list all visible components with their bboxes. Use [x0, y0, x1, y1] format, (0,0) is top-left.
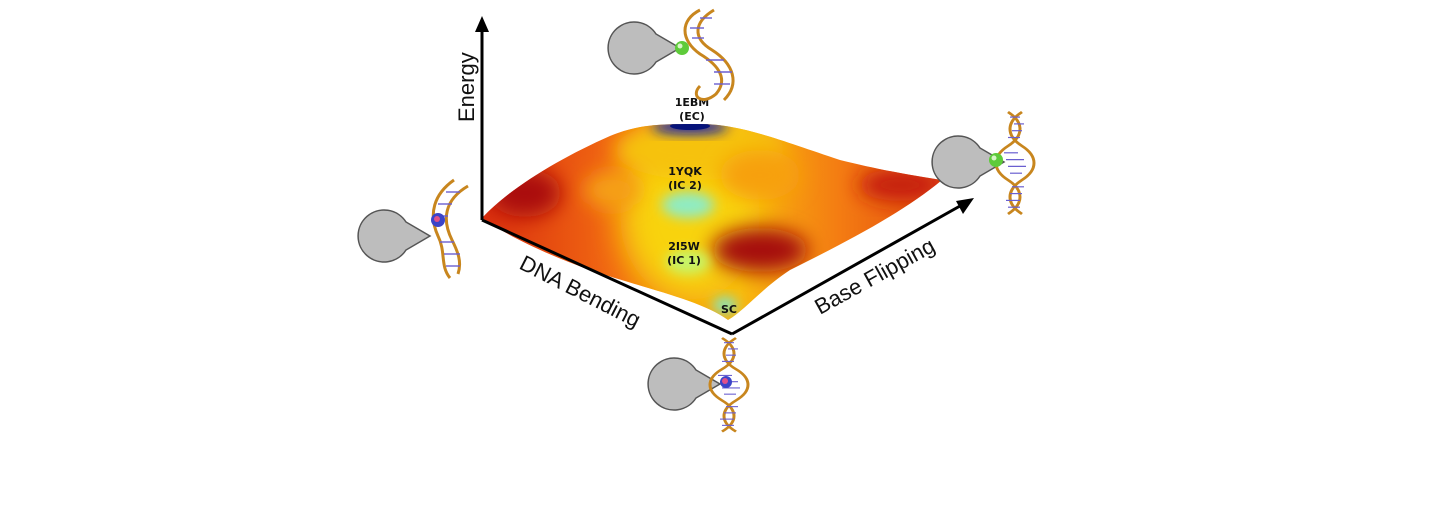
svg-text:(IC 1): (IC 1) [667, 254, 701, 267]
axes [475, 16, 974, 336]
svg-text:SC: SC [721, 303, 737, 316]
svg-text:2I5W: 2I5W [668, 240, 700, 253]
state-label-1yqk: 1YQK (IC 2) [668, 165, 702, 192]
energy-surface [482, 124, 942, 320]
svg-text:(EC): (EC) [679, 110, 705, 123]
enzyme-dna-complex-icon [357, 178, 469, 279]
enzyme-dna-complex-icon [607, 8, 735, 102]
svg-text:1EBM: 1EBM [675, 96, 710, 109]
enzyme-dna-complex-icon [931, 110, 1036, 216]
base-flipping-arrowhead [956, 198, 974, 214]
svg-text:1YQK: 1YQK [668, 165, 702, 178]
state-label-sc: SC [721, 303, 737, 316]
energy-axis-label: Energy [454, 52, 479, 122]
energy-arrowhead [475, 16, 489, 32]
enzyme-dna-complex-icon [647, 336, 750, 434]
svg-text:(IC 2): (IC 2) [668, 179, 702, 192]
state-label-2i5w: 2I5W (IC 1) [667, 240, 701, 267]
